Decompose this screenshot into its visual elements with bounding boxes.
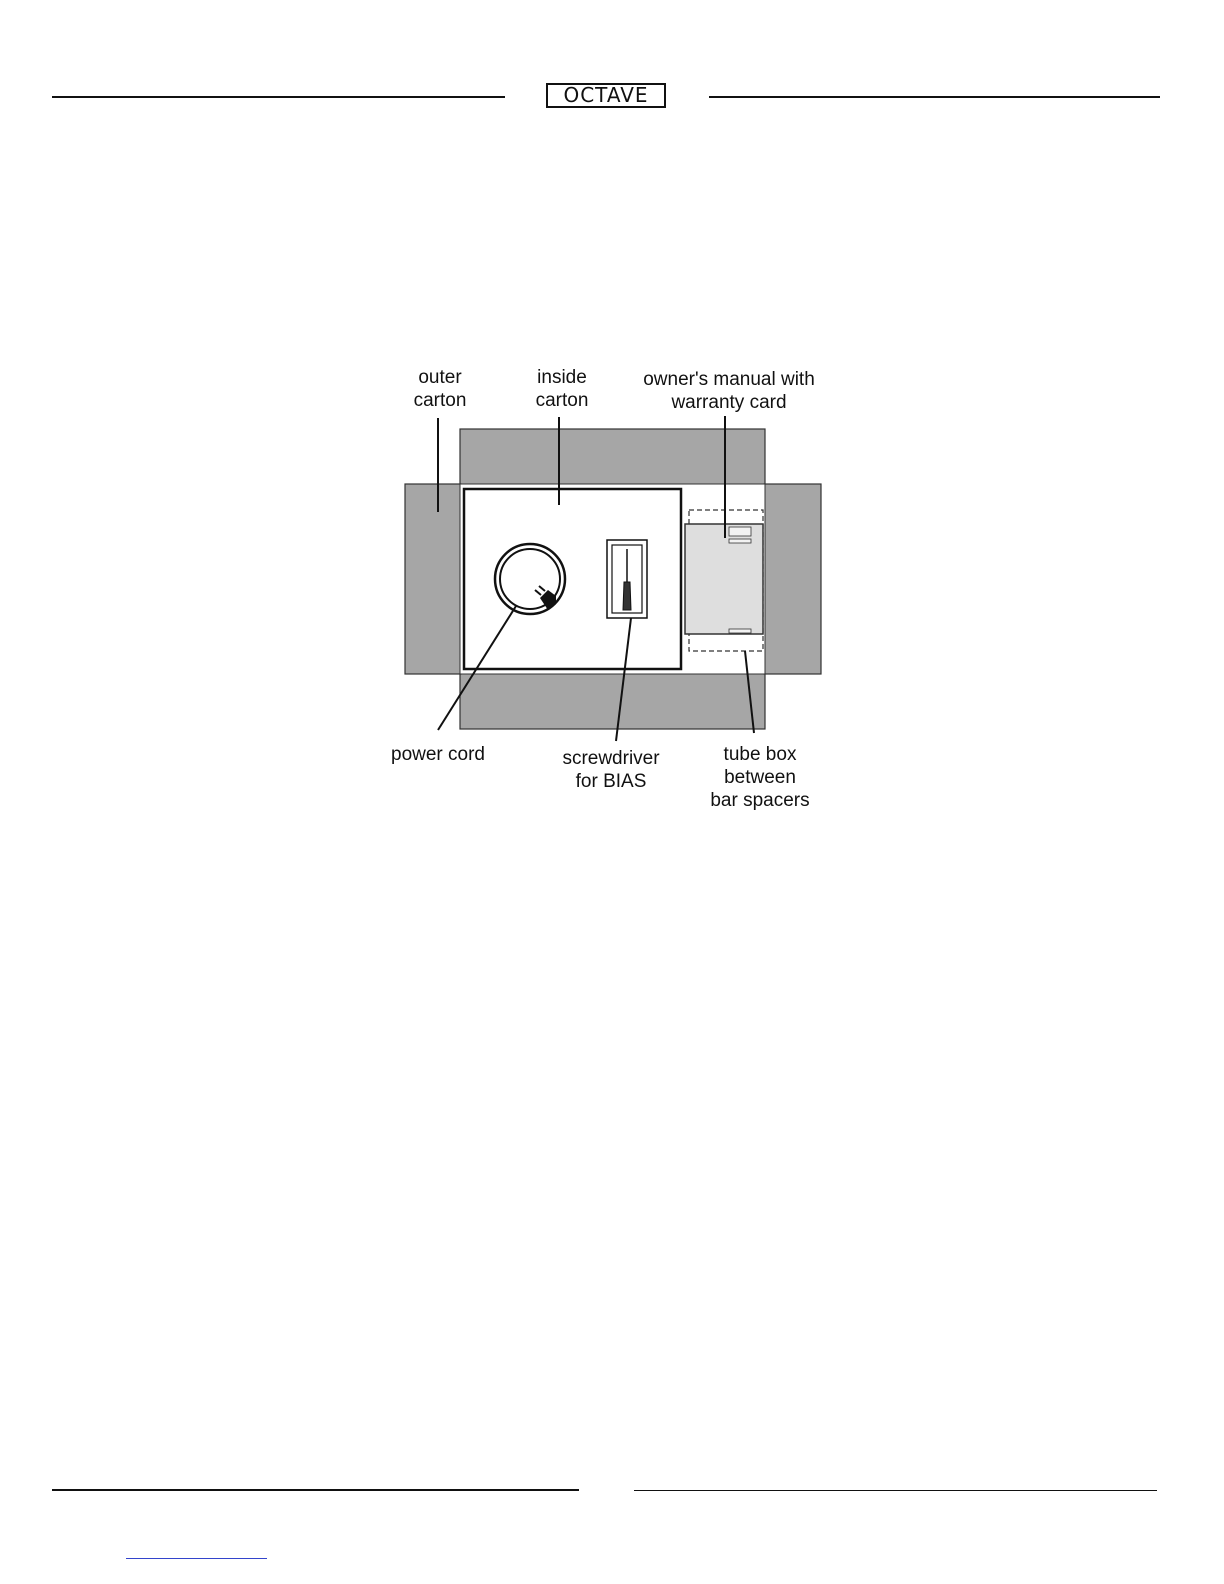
inside-carton — [464, 489, 681, 669]
label-tube-box-line1: tube box — [700, 743, 820, 766]
label-tube-box: tube box between bar spacers — [700, 743, 820, 812]
label-tube-box-line2: between — [700, 766, 820, 789]
label-owners-manual: owner's manual with warranty card — [628, 368, 830, 414]
label-screwdriver-line2: for BIAS — [551, 770, 671, 793]
label-owners-manual-line1: owner's manual with — [628, 368, 830, 391]
footer-rule-left — [52, 1489, 579, 1491]
label-inside-carton-line1: inside — [522, 366, 602, 389]
tube-box-tab — [729, 629, 751, 633]
outer-carton-flap-right — [764, 484, 821, 674]
footer-rule-right — [634, 1490, 1157, 1491]
outer-carton-flap-left — [405, 484, 461, 674]
label-outer-carton-line1: outer — [400, 366, 480, 389]
label-screwdriver-line1: screwdriver — [551, 747, 671, 770]
label-outer-carton-line2: carton — [400, 389, 480, 412]
label-power-cord-line1: power cord — [378, 743, 498, 766]
label-inside-carton-line2: carton — [522, 389, 602, 412]
label-inside-carton: inside carton — [522, 366, 602, 412]
outer-carton-flap-top — [460, 429, 765, 485]
label-tube-box-line3: bar spacers — [700, 789, 820, 812]
manual-card-slot — [729, 539, 751, 543]
label-outer-carton: outer carton — [400, 366, 480, 412]
label-power-cord: power cord — [378, 743, 498, 766]
label-screwdriver: screwdriver for BIAS — [551, 747, 671, 793]
label-owners-manual-line2: warranty card — [628, 391, 830, 414]
outer-carton-flap-bottom — [460, 673, 765, 729]
manual-logo-mark — [729, 527, 751, 536]
footer-link-underline[interactable] — [126, 1558, 267, 1559]
